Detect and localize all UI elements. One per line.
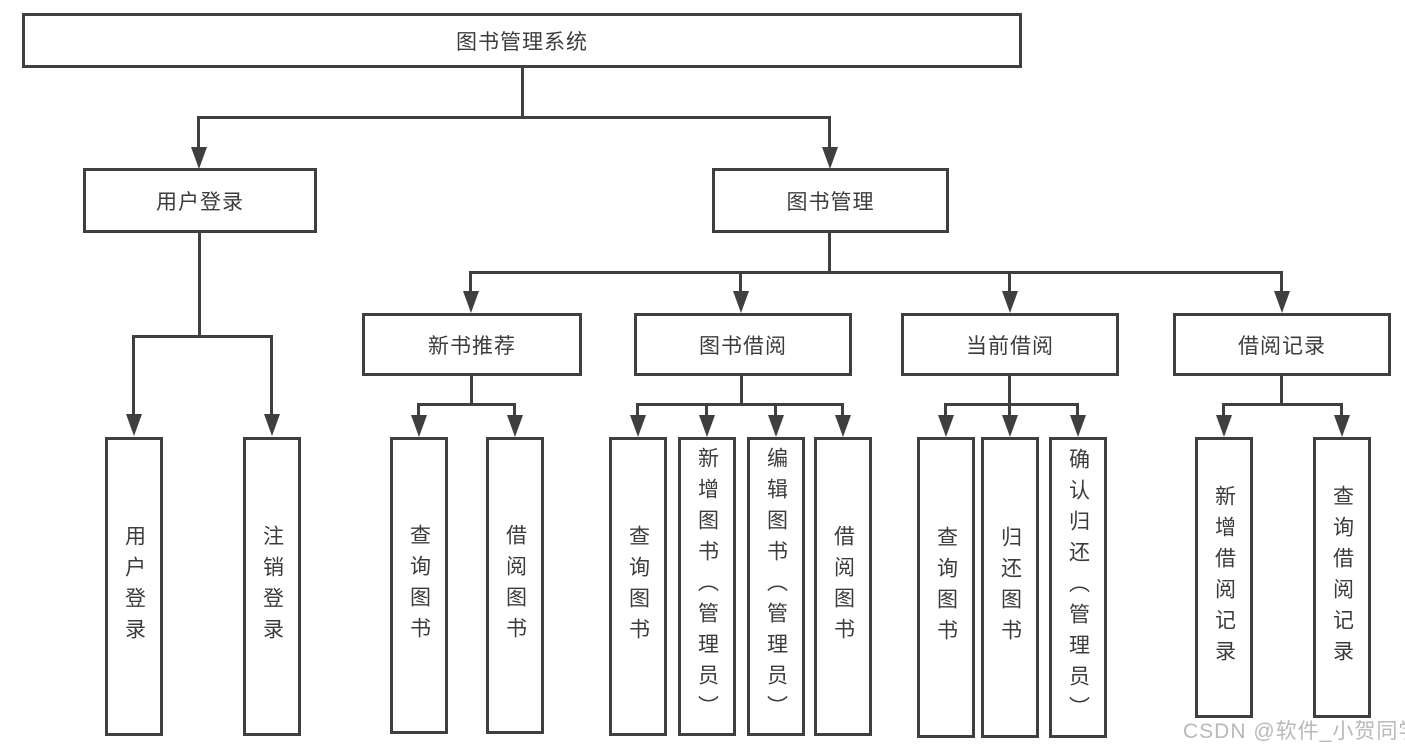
- arrowhead-down-icon: [822, 147, 838, 169]
- node-label: 图书管理系统: [456, 30, 588, 54]
- connector-line: [197, 116, 200, 148]
- connector-line: [1280, 375, 1283, 405]
- connector-line: [1008, 375, 1011, 405]
- arrowhead-down-icon: [1070, 415, 1086, 437]
- connector-line: [636, 403, 844, 406]
- leaf-borrow-books: 借阅图书: [814, 437, 872, 736]
- leaf-logout: 注销登录: [243, 437, 301, 736]
- connector-line: [132, 335, 135, 416]
- leaf-label: 用户登录: [122, 524, 146, 649]
- connector-line: [739, 271, 742, 293]
- node-label: 图书管理: [786, 190, 875, 214]
- leaf-return-books: 归还图书: [981, 437, 1039, 738]
- connector-line: [828, 232, 831, 274]
- connector-line: [513, 403, 516, 417]
- arrowhead-down-icon: [835, 415, 851, 437]
- arrowhead-down-icon: [264, 414, 280, 436]
- leaf-label: 新增借阅记录: [1212, 484, 1236, 671]
- leaf-add-books-admin: 新增图书（管理员）: [678, 437, 736, 736]
- leaf-query-books-recommend: 查询图书: [390, 437, 448, 734]
- connector-line: [774, 403, 777, 417]
- leaf-label: 借阅图书: [503, 523, 527, 648]
- node-root-library-system: 图书管理系统: [22, 13, 1022, 68]
- connector-line: [705, 403, 708, 417]
- node-borrowing-records: 借阅记录: [1173, 313, 1391, 376]
- connector-line: [1222, 403, 1225, 417]
- arrowhead-down-icon: [1002, 415, 1018, 437]
- leaf-label: 查询图书: [407, 523, 431, 648]
- leaf-label: 归还图书: [998, 525, 1022, 650]
- connector-line: [1340, 403, 1343, 417]
- arrowhead-down-icon: [1334, 415, 1350, 437]
- arrowhead-down-icon: [768, 415, 784, 437]
- connector-line: [944, 403, 947, 417]
- leaf-borrow-books-recommend: 借阅图书: [486, 437, 544, 734]
- leaf-user-login: 用户登录: [105, 437, 163, 736]
- connector-line: [1222, 403, 1343, 406]
- connector-line: [417, 403, 516, 406]
- connector-line: [197, 116, 831, 119]
- leaf-label: 借阅图书: [831, 524, 855, 649]
- node-current-borrowing: 当前借阅: [901, 313, 1119, 376]
- leaf-edit-books-admin: 编辑图书（管理员）: [747, 437, 805, 736]
- connector-line: [470, 375, 473, 405]
- node-new-book-recommend: 新书推荐: [362, 313, 582, 376]
- arrowhead-down-icon: [938, 415, 954, 437]
- arrowhead-down-icon: [1002, 291, 1018, 313]
- leaf-query-books-current: 查询图书: [917, 437, 975, 738]
- csdn-watermark: CSDN @软件_小贺同学: [1183, 720, 1405, 743]
- leaf-confirm-return-admin: 确认归还（管理员）: [1049, 437, 1107, 738]
- connector-line: [270, 335, 273, 416]
- node-label: 用户登录: [156, 190, 244, 214]
- connector-line: [740, 375, 743, 405]
- node-label: 图书借阅: [699, 334, 787, 358]
- leaf-query-borrow-record: 查询借阅记录: [1313, 437, 1371, 718]
- node-user-login: 用户登录: [83, 168, 317, 233]
- node-book-management: 图书管理: [712, 168, 949, 233]
- node-label: 新书推荐: [428, 334, 516, 358]
- arrowhead-down-icon: [1274, 291, 1290, 313]
- connector-line: [521, 68, 524, 119]
- arrowhead-down-icon: [699, 415, 715, 437]
- arrowhead-down-icon: [630, 415, 646, 437]
- connector-line: [132, 335, 273, 338]
- node-label: 当前借阅: [966, 334, 1054, 358]
- connector-line: [1076, 403, 1079, 417]
- arrowhead-down-icon: [411, 415, 427, 437]
- leaf-label: 查询图书: [626, 524, 650, 649]
- connector-line: [841, 403, 844, 417]
- connector-line: [469, 271, 1283, 274]
- arrowhead-down-icon: [507, 415, 523, 437]
- node-book-borrowing: 图书借阅: [634, 313, 852, 376]
- connector-line: [1280, 271, 1283, 293]
- node-label: 借阅记录: [1238, 334, 1326, 358]
- arrowhead-down-icon: [191, 147, 207, 169]
- connector-line: [1008, 403, 1011, 417]
- connector-line: [417, 403, 420, 417]
- leaf-label: 查询图书: [934, 525, 958, 650]
- connector-line: [469, 271, 472, 293]
- connector-line: [1008, 271, 1011, 293]
- connector-line: [636, 403, 639, 417]
- connector-line: [944, 403, 1079, 406]
- leaf-label: 注销登录: [260, 524, 284, 649]
- arrowhead-down-icon: [126, 414, 142, 436]
- leaf-add-borrow-record: 新增借阅记录: [1195, 437, 1253, 718]
- leaf-label: 查询借阅记录: [1330, 484, 1354, 671]
- arrowhead-down-icon: [733, 291, 749, 313]
- leaf-query-books-borrowing: 查询图书: [609, 437, 667, 736]
- leaf-label: 编辑图书（管理员）: [764, 447, 788, 726]
- connector-line: [198, 232, 201, 338]
- leaf-label: 新增图书（管理员）: [695, 447, 719, 726]
- arrowhead-down-icon: [1216, 415, 1232, 437]
- leaf-label: 确认归还（管理员）: [1066, 448, 1090, 727]
- arrowhead-down-icon: [463, 291, 479, 313]
- connector-line: [828, 116, 831, 148]
